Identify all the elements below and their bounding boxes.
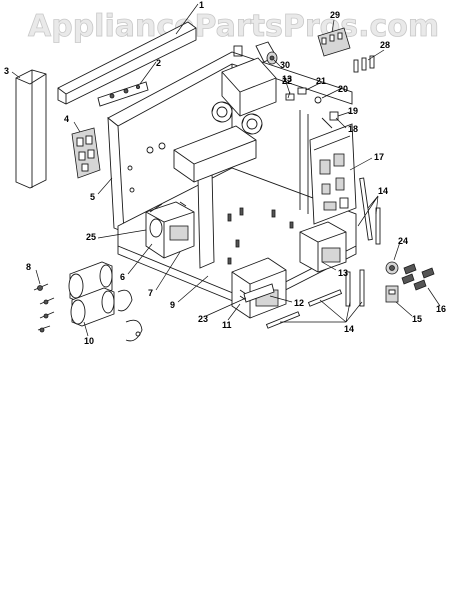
callout-17: 17: [374, 152, 384, 162]
callout-2: 2: [156, 58, 161, 68]
part-right-transformer: [299, 221, 347, 273]
callout-8: 8: [26, 262, 31, 272]
callout-1: 1: [199, 0, 204, 10]
callout-13-lower: 13: [338, 268, 348, 278]
callout-24: 24: [398, 236, 408, 246]
callout-6: 6: [120, 272, 125, 282]
part-relay-board: [71, 127, 101, 179]
callout-15: 15: [412, 314, 422, 324]
callout-23: 23: [198, 314, 208, 324]
part-transformer: [145, 201, 195, 259]
part-fan-motor: [221, 41, 278, 117]
part-top-trim: [57, 21, 197, 105]
callout-7: 7: [148, 288, 153, 298]
part-diode-screws: [33, 283, 55, 333]
callout-14-upper: 14: [378, 186, 388, 196]
callout-5: 5: [90, 192, 95, 202]
part-connectors: [385, 261, 435, 291]
callout-28: 28: [380, 40, 390, 50]
watermark-logo: AppliancePartsPros.com: [28, 9, 439, 44]
callout-30: 30: [280, 60, 290, 70]
callout-12: 12: [294, 298, 304, 308]
part-terminal-block: [317, 27, 351, 57]
part-wrap-panel: [15, 69, 47, 189]
callout-25: 25: [86, 232, 96, 242]
callout-11: 11: [222, 320, 232, 330]
part-capacitors: [68, 261, 115, 327]
part-switch: [385, 285, 399, 303]
callout-9: 9: [170, 300, 175, 310]
callout-20: 20: [338, 84, 348, 94]
callout-21: 21: [316, 76, 326, 86]
callout-4: 4: [64, 114, 69, 124]
callout-3: 3: [4, 66, 9, 76]
part-stirrer-assembly: [173, 101, 263, 183]
callout-13-upper: 13: [282, 74, 292, 84]
part-capacitor-brackets: [117, 289, 143, 342]
callout-14-lower: 14: [344, 324, 354, 334]
part-fuses: [353, 55, 375, 73]
callout-22: 22: [282, 76, 292, 86]
callout-labels: 1 2 3 4 5 6 7 8 9 10 11 12 13 13 14 14 1…: [4, 0, 446, 346]
leader-lines: [11, 3, 441, 337]
callout-29: 29: [330, 10, 340, 20]
callout-18: 18: [348, 124, 358, 134]
callout-10: 10: [84, 336, 94, 346]
part-plate: [243, 283, 275, 303]
callout-16: 16: [436, 304, 446, 314]
callout-19: 19: [348, 106, 358, 116]
part-control-strip: [97, 81, 149, 107]
part-hv-transformer: [231, 257, 287, 319]
part-control-board: [309, 123, 357, 225]
